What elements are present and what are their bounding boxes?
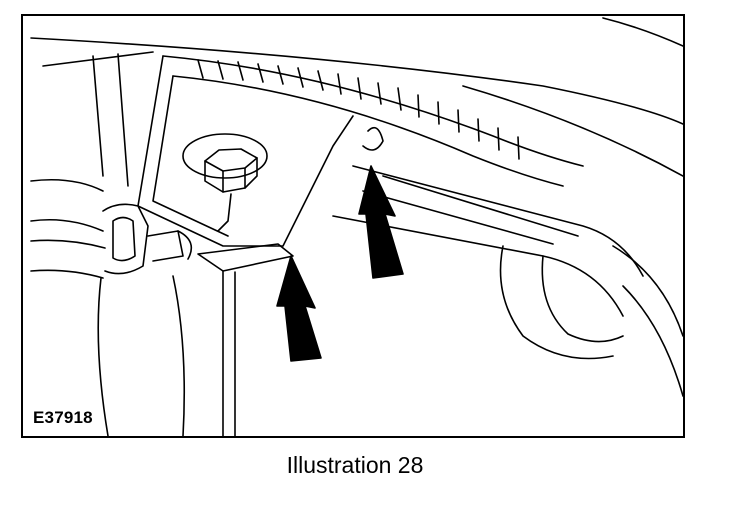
left-panel-edge bbox=[42, 51, 154, 67]
cross-member-bottom bbox=[332, 215, 624, 317]
indicator-arrows bbox=[276, 165, 404, 362]
cross-member-rib bbox=[362, 190, 554, 245]
right-panel-curve-2 bbox=[622, 285, 683, 397]
tube-2-lower bbox=[30, 269, 104, 279]
arrow-2 bbox=[358, 165, 404, 279]
bracket-lower-flange bbox=[197, 243, 294, 272]
hex-bolt bbox=[182, 133, 268, 232]
figure-code: E37918 bbox=[33, 408, 93, 427]
right-bracket-inner bbox=[541, 255, 624, 343]
illustration-caption: Illustration 28 bbox=[286, 452, 424, 478]
right-bracket bbox=[499, 245, 614, 360]
body-panel-curve bbox=[462, 85, 683, 177]
hanging-hose-left bbox=[97, 277, 109, 436]
bracket-inner-edge bbox=[152, 75, 229, 237]
left-panel-vertical-2 bbox=[117, 53, 129, 187]
tube-2-upper bbox=[30, 239, 106, 249]
arrow-1 bbox=[276, 255, 322, 362]
bracket-plate bbox=[137, 55, 354, 247]
wiring-loom bbox=[162, 55, 584, 187]
body-panel-outline bbox=[30, 37, 683, 125]
right-panel-curve bbox=[612, 245, 683, 337]
technical-line-drawing bbox=[30, 17, 683, 436]
illustration-frame: E37918 bbox=[21, 14, 685, 438]
tube-lower bbox=[30, 218, 104, 232]
hanging-hose-right bbox=[172, 275, 186, 436]
cross-member-mid bbox=[382, 175, 579, 237]
cross-member-top bbox=[352, 165, 644, 277]
pipe-clamp bbox=[102, 203, 193, 275]
left-panel-vertical bbox=[92, 55, 104, 177]
body-panel-upper-edge bbox=[602, 17, 683, 47]
tube-upper bbox=[30, 178, 104, 192]
retaining-clip bbox=[362, 126, 384, 151]
